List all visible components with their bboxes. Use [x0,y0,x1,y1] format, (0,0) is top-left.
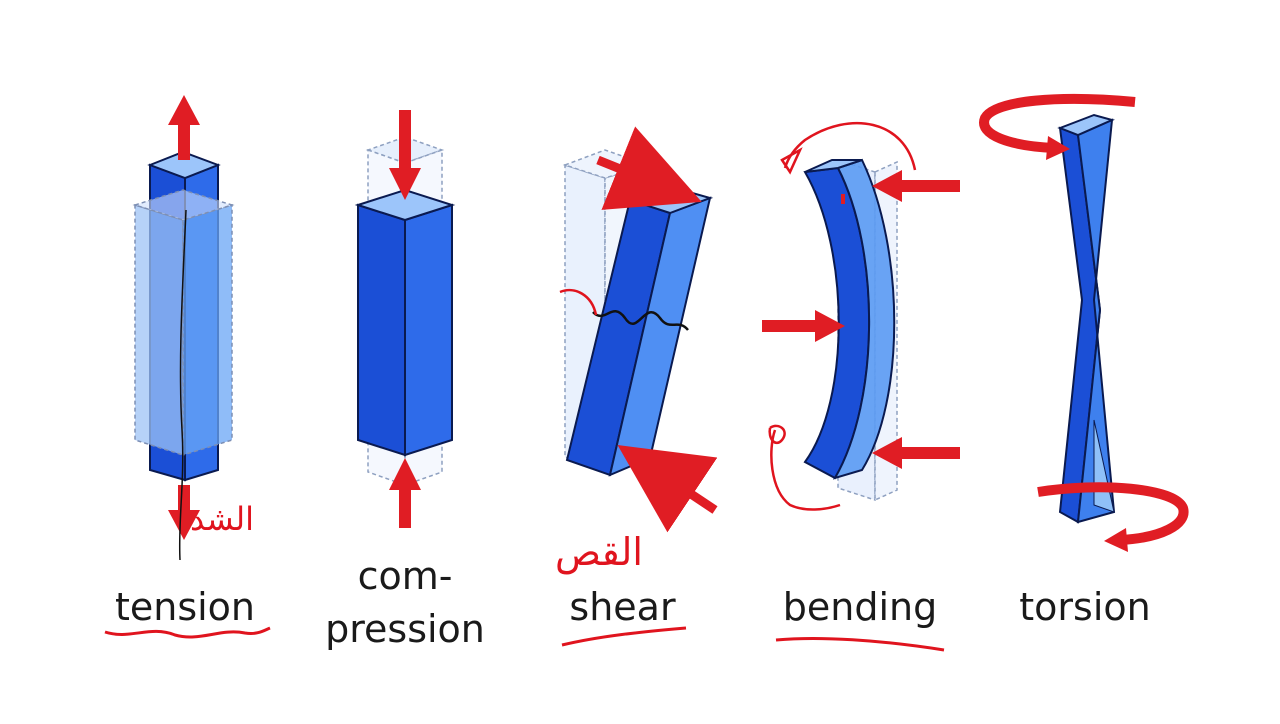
label-tension: tension [114,585,256,629]
tension-figure [132,95,235,561]
underline-shear [561,626,687,647]
curved-arrow-icon [979,93,1136,153]
force-arrow-icon [617,445,718,533]
handwritten-mark [592,310,689,331]
underline-tension [104,626,271,639]
handwritten-mark [559,289,598,316]
curved-arrow-icon [1037,482,1189,545]
curved-arrow-icon [1046,136,1070,160]
shear-figure [559,126,718,533]
tension-ghost-side [182,203,233,457]
arabic-note-tension: الشد [190,500,254,538]
compression-figure [354,110,456,528]
torsion-figure [979,93,1189,552]
label-compression: com- pression [310,550,500,656]
label-compression-line2: pression [325,607,485,652]
torsion-bar-top [1057,113,1115,137]
force-arrow-icon [872,437,960,469]
compression-bar-side [404,203,453,457]
force-arrow-icon [168,95,200,160]
compression-bar-front [357,203,406,457]
handwritten-mark [770,429,841,511]
tension-ghost-front [134,203,184,457]
label-torsion: torsion [1019,585,1151,629]
arabic-note-shear: القص [555,530,643,574]
tension-ghost-top [132,189,235,221]
force-arrow-icon [168,485,200,540]
force-arrow-icon [762,310,845,342]
force-arrow-icon [872,170,960,202]
compression-bar-top [354,188,456,222]
force-arrow-icon [596,126,702,210]
handwritten-mark [178,209,187,561]
label-compression-line1: com- [357,554,453,598]
bending-bar-side [832,158,896,480]
force-arrow-icon [389,458,421,528]
handwritten-mark [780,147,803,175]
handwritten-mark [768,424,786,445]
label-shear: shear [569,585,676,629]
bending-figure [762,121,960,511]
force-arrow-icon [389,110,421,200]
bending-bar-top [804,159,863,173]
curved-arrow-icon [1104,528,1128,552]
underline-bending [775,636,945,652]
tension-bar-top [147,150,221,180]
tick-mark [841,194,845,204]
label-bending: bending [782,585,938,629]
